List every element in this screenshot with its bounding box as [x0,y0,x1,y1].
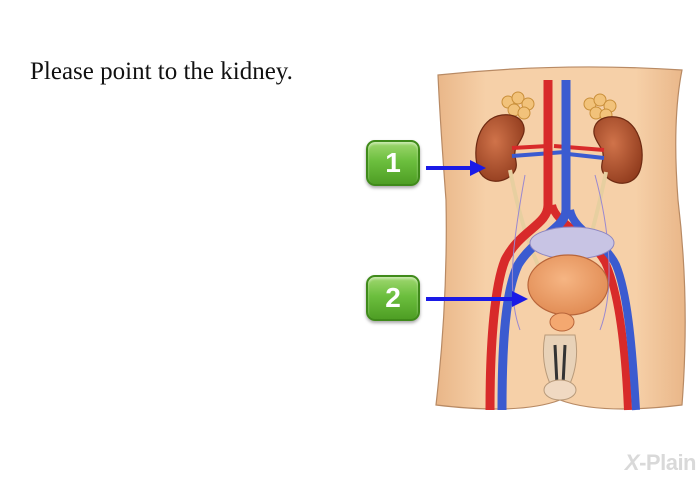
bladder [527,254,609,316]
aorta [485,80,553,411]
arrow-to-item-2 [426,291,528,307]
right-kidney [593,116,643,184]
question-text: Please point to the kidney. [30,58,293,85]
right-adrenal-gland [583,93,617,122]
logo-text: -Plain [639,450,696,475]
answer-button-1[interactable]: 1 [366,140,420,186]
left-kidney [475,114,525,182]
arrow-to-item-1 [426,160,486,176]
xplain-logo: X-Plain [624,450,697,476]
logo-mark: X [624,450,640,475]
vena-cava [497,80,571,411]
answer-button-2[interactable]: 2 [366,275,420,321]
